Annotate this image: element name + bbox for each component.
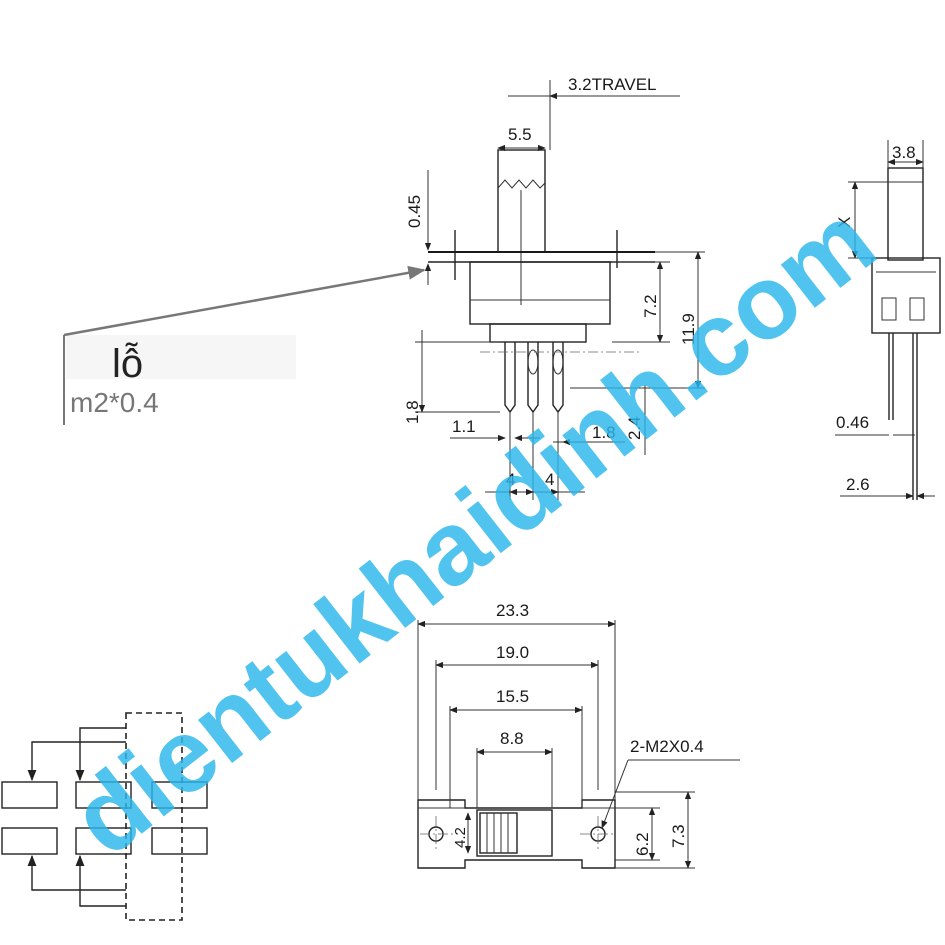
- pin-thickness-label: 0.46: [836, 413, 869, 432]
- schematic: [1, 712, 208, 921]
- travel-label: 3.2TRAVEL: [568, 75, 657, 94]
- actuator-width-label: 5.5: [508, 125, 532, 144]
- watermark: dientukhaidinh.com: [51, 182, 896, 878]
- slot-length-label: 8.8: [500, 729, 524, 748]
- end-view: 3.8 X 0.46 2.6: [835, 140, 941, 500]
- note-title: lỗ: [112, 341, 143, 386]
- body-length-label: 15.5: [496, 687, 529, 706]
- body-height-label: 7.2: [641, 294, 660, 318]
- pin-spacing-label: 1.8: [592, 423, 616, 442]
- screw-label: 2-M2X0.4: [630, 737, 704, 756]
- body-height-top-label: 6.2: [633, 832, 652, 856]
- pin-length-label: 1.8: [403, 400, 422, 424]
- mount-pitch-label: 19.0: [496, 643, 529, 662]
- pitch-left-label: 4: [506, 470, 515, 489]
- pitch-right-label: 4: [545, 470, 554, 489]
- thickness-label: 0.45: [405, 195, 424, 228]
- end-width-label: 3.8: [892, 143, 916, 162]
- knob-height-label: 4.2: [452, 827, 469, 848]
- hole-note: lỗ m2*0.4: [63, 265, 426, 425]
- total-height-label: 11.9: [679, 313, 698, 345]
- top-view: 23.3 19.0 15.5 8.8 2-M2X0.4 4.2 6.2 7.3: [417, 601, 740, 869]
- pin-stub-label: 2.4: [625, 416, 644, 440]
- total-height-top-label: 7.3: [669, 824, 688, 848]
- pin-pitch-label: 2.6: [846, 475, 870, 494]
- x-label: X: [835, 217, 854, 228]
- pin-offset-label: 1.1: [452, 417, 476, 436]
- overall-length-label: 23.3: [496, 601, 529, 620]
- side-view: 3.2TRAVEL 5.5 0.45 7.2 11.9 1.8 1.1 1.8: [403, 75, 705, 500]
- note-subtitle: m2*0.4: [70, 387, 159, 418]
